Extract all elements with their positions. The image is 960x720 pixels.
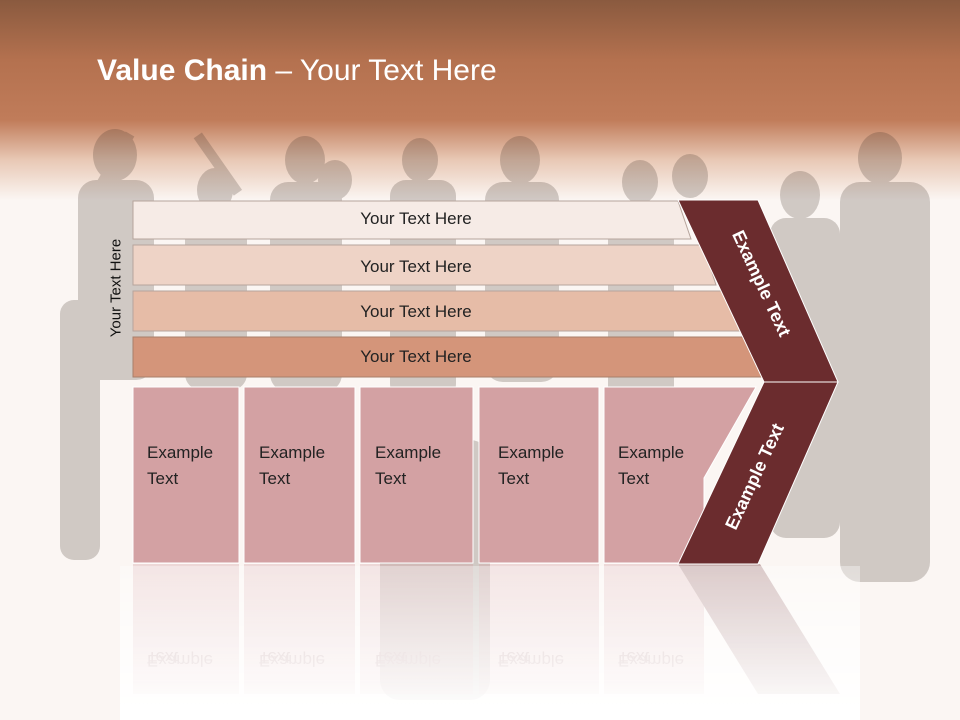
bar-label: Your Text Here [360,257,472,276]
bar-label: Your Text Here [360,347,472,366]
slide-title: Value Chain – Your Text Here [97,54,497,88]
support-bar [132,244,717,286]
column-label-line2: Text [498,469,529,488]
margin-chevron-lower [677,381,839,565]
column-label-line2: Text [259,469,290,488]
column-label-line1: Example [259,443,325,462]
primary-activity-box [359,386,474,564]
column-label-line1: Example [498,443,564,462]
reflection-fade [120,566,860,720]
column-label-line1: Example [375,443,441,462]
column-label-line2: Text [375,469,406,488]
bar-label: Your Text Here [360,209,472,228]
column-label-line1: Example [147,443,213,462]
primary-activity-box [243,386,356,564]
bar-label: Your Text Here [360,302,472,321]
column-label-line1: Example [618,443,684,462]
support-bar [132,200,692,240]
title-rest: – Your Text Here [267,54,497,87]
primary-activity-box [478,386,600,564]
title-bold: Value Chain [97,54,268,87]
primary-activity-box [132,386,240,564]
header-band [0,0,960,200]
column-label-line2: Text [618,469,649,488]
column-label-line2: Text [147,469,178,488]
